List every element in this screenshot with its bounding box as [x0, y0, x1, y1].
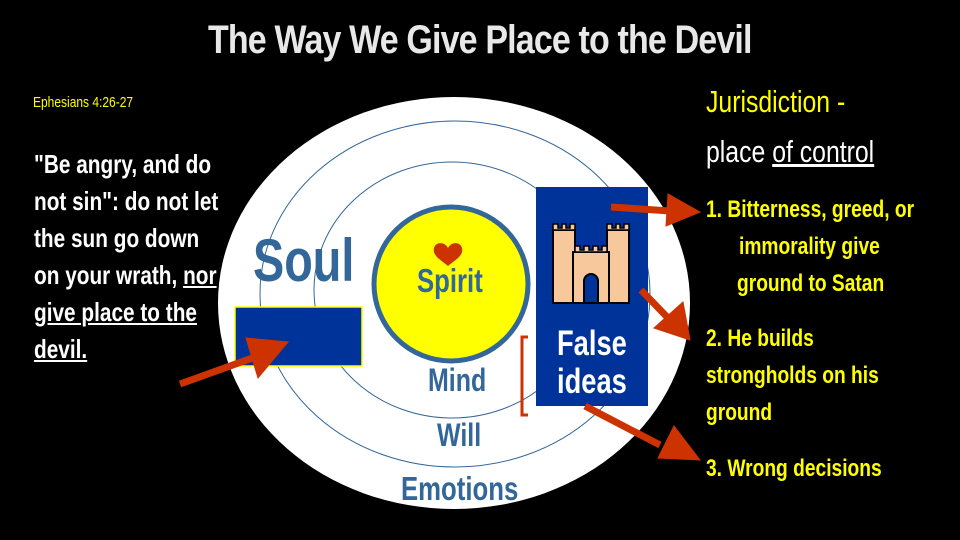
heart-icon: [433, 243, 463, 266]
spirit-label: Spirit: [417, 262, 483, 299]
arrow-to-point-3: [583, 402, 702, 461]
point-3: 3. Wrong decisions: [706, 455, 882, 482]
spirit-circle: [371, 204, 531, 364]
point-2-line-3: ground: [706, 399, 773, 426]
point-1-line-2: immorality give: [739, 233, 880, 260]
place-of-control: place of control: [706, 134, 875, 169]
mind-label: Mind: [428, 362, 487, 398]
arrow-to-point-1: [610, 193, 702, 227]
arrow-to-point-2: [638, 287, 691, 341]
point-2-line-2: strongholds on his: [706, 362, 879, 389]
middle-ring: [259, 120, 651, 468]
point-1-line-3: ground to Satan: [737, 270, 885, 297]
slide-title: The Way We Give Place to the Devil: [208, 18, 752, 62]
scripture-quote: "Be angry, and do not sin": do not let t…: [34, 149, 219, 364]
point-2-line-1: 2. He builds: [706, 325, 814, 352]
emotions-label: Emotions: [401, 470, 519, 507]
castle-icon: [552, 223, 630, 304]
arrow-to-soul: [178, 337, 289, 388]
will-label: Will: [437, 417, 482, 453]
bracket: [520, 335, 528, 417]
soul-label: Soul: [253, 227, 355, 294]
arrows: [178, 193, 702, 461]
jurisdiction-heading: Jurisdiction -: [706, 84, 846, 119]
scripture-reference: Ephesians 4:26-27: [33, 94, 134, 111]
point-1-line-1: 1. Bitterness, greed, or: [706, 196, 915, 223]
